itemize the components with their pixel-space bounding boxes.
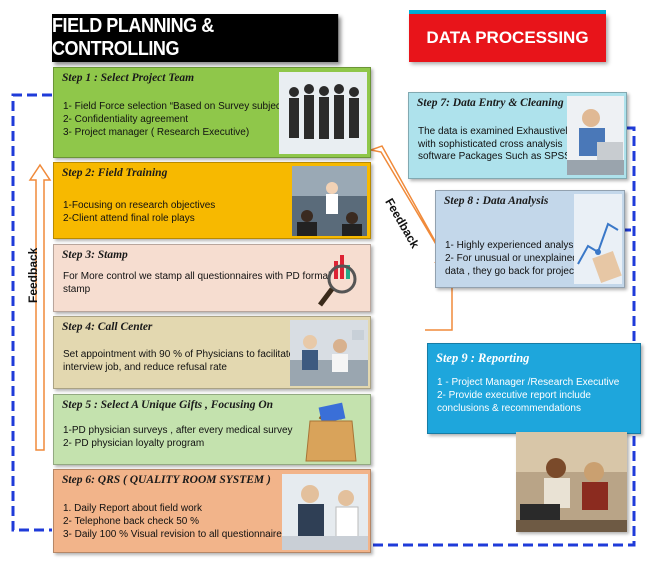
field-planning-banner: FIELD PLANNING & CONTROLLING xyxy=(52,14,339,62)
step-4-title: Step 4: Call Center xyxy=(62,321,153,333)
step-8-card: Step 8 : Data Analysis 1- Highly experie… xyxy=(435,190,625,288)
step-8-title: Step 8 : Data Analysis xyxy=(444,195,549,207)
gift-bag-icon xyxy=(304,397,359,463)
step-5-card: Step 5 : Select A Unique Gifts , Focusin… xyxy=(53,394,371,465)
feedback-label-left: Feedback xyxy=(26,247,40,303)
step-3-card: Step 3: Stamp For More control we stamp … xyxy=(53,244,371,312)
step-4-card: Step 4: Call Center Set appointment with… xyxy=(53,316,371,389)
step-5-line-1: 1-PD physician surveys , after every med… xyxy=(63,425,293,436)
step-2-title: Step 2: Field Training xyxy=(62,167,168,179)
step-7-title: Step 7: Data Entry & Cleaning xyxy=(417,97,564,109)
step-9-line-3: conclusions & recommendations xyxy=(437,403,581,414)
step-8-line-3: data , they go back for project xyxy=(445,266,577,277)
data-processing-banner-accent xyxy=(409,10,606,14)
step-2-line-2: 2-Client attend final role plays xyxy=(63,213,195,224)
step-1-title: Step 1 : Select Project Team xyxy=(62,72,195,84)
step-2-line-1: 1-Focusing on research objectives xyxy=(63,200,216,211)
team-photo-icon xyxy=(279,72,367,154)
stamp-chart-icon xyxy=(316,249,366,309)
reporting-photo-icon xyxy=(516,432,627,532)
right-dashed-line xyxy=(371,126,636,547)
step-1-card: Step 1 : Select Project Team 1- Field Fo… xyxy=(53,67,371,158)
step-6-line-2: 2- Telephone back check 50 % xyxy=(63,516,200,527)
data-processing-banner: DATA PROCESSING xyxy=(409,14,606,62)
step-3-line-2: stamp xyxy=(63,284,91,295)
training-photo-icon xyxy=(292,166,367,236)
step-6-line-1: 1. Daily Report about field work xyxy=(63,503,202,514)
step-1-line-2: 2- Confidentiality agreement xyxy=(63,114,189,125)
step-9-title: Step 9 : Reporting xyxy=(436,351,530,365)
analysis-photo-icon xyxy=(574,194,622,284)
step-6-title: Step 6: QRS ( QUALITY ROOM SYSTEM ) xyxy=(62,474,271,486)
meeting-photo-icon xyxy=(282,474,368,550)
step-1-line-3: 3- Project manager ( Research Executive) xyxy=(63,127,250,138)
step-2-card: Step 2: Field Training 1-Focusing on res… xyxy=(53,162,371,239)
step-3-line-1: For More control we stamp all questionna… xyxy=(63,271,331,282)
step-7-line-1: The data is examined Exhaustively, xyxy=(418,126,575,137)
step-1-line-1: 1- Field Force selection “Based on Surve… xyxy=(63,101,287,112)
step-8-line-1: 1- Highly experienced analysis xyxy=(445,240,581,251)
call-center-photo-icon xyxy=(290,320,368,386)
step-4-line-1: Set appointment with 90 % of Physicians … xyxy=(63,349,295,360)
step-7-line-2: with sophisticated cross analysis xyxy=(418,138,563,150)
step-7-line-3: software Packages Such as SPSS xyxy=(418,151,571,162)
data-entry-photo-icon xyxy=(567,96,624,175)
left-feedback-arrow xyxy=(28,163,52,451)
step-5-title: Step 5 : Select A Unique Gifts , Focusin… xyxy=(62,399,274,411)
step-3-title: Step 3: Stamp xyxy=(62,249,128,261)
step-5-line-2: 2- PD physician loyalty program xyxy=(63,438,205,449)
step-4-line-2: interview job, and reduce refusal rate xyxy=(63,362,227,373)
step-9-line-1: 1 - Project Manager /Research Executive xyxy=(437,377,620,388)
left-feedback-dashed-line xyxy=(11,93,52,532)
step-9-line-2: 2- Provide executive report include xyxy=(437,390,591,401)
step-6-line-3: 3- Daily 100 % Visual revision to all qu… xyxy=(63,529,287,540)
step-8-line-2: 2- For unusual or unexplained xyxy=(445,253,578,264)
step-9-card: Step 9 : Reporting 1 - Project Manager /… xyxy=(427,343,641,434)
step-6-card: Step 6: QRS ( QUALITY ROOM SYSTEM ) 1. D… xyxy=(53,469,371,553)
step-7-card: Step 7: Data Entry & Cleaning The data i… xyxy=(408,92,627,179)
